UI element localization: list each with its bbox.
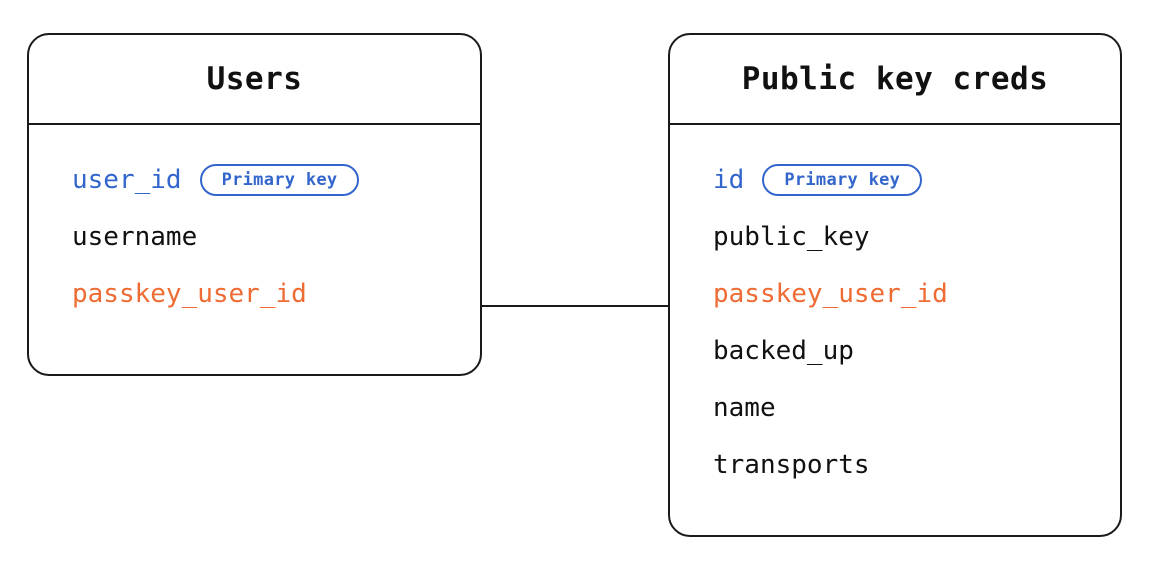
field-row-user-id[interactable]: user_id Primary key (29, 151, 480, 208)
field-name-name: name (713, 392, 776, 423)
field-name-user-id: user_id (72, 164, 182, 195)
field-row-passkey-user-id[interactable]: passkey_user_id (670, 265, 1120, 322)
field-name-backed-up: backed_up (713, 335, 854, 366)
field-row-passkey-user-id[interactable]: passkey_user_id (29, 265, 480, 322)
entity-users[interactable]: Users user_id Primary key username passk… (27, 33, 482, 376)
entity-users-field-list: user_id Primary key username passkey_use… (29, 125, 480, 374)
field-name-passkey-user-id: passkey_user_id (72, 278, 307, 309)
field-name-username: username (72, 221, 198, 252)
field-row-name[interactable]: name (670, 379, 1120, 436)
field-row-public-key[interactable]: public_key (670, 208, 1120, 265)
field-name-passkey-user-id: passkey_user_id (713, 278, 948, 309)
relationship-connector-users-public-key-creds (481, 305, 669, 307)
field-name-id: id (713, 164, 745, 195)
entity-public-key-creds-title: Public key creds (741, 60, 1049, 97)
entity-users-header: Users (29, 35, 480, 125)
field-name-public-key: public_key (713, 221, 870, 252)
field-row-username[interactable]: username (29, 208, 480, 265)
field-row-transports[interactable]: transports (670, 436, 1120, 493)
field-row-id[interactable]: id Primary key (670, 151, 1120, 208)
entity-public-key-creds[interactable]: Public key creds id Primary key public_k… (668, 33, 1122, 537)
entity-users-title: Users (206, 60, 303, 97)
field-row-backed-up[interactable]: backed_up (670, 322, 1120, 379)
primary-key-badge: Primary key (199, 163, 360, 196)
field-name-transports: transports (713, 449, 870, 480)
entity-public-key-creds-header: Public key creds (670, 35, 1120, 125)
entity-public-key-creds-field-list: id Primary key public_key passkey_user_i… (670, 125, 1120, 535)
primary-key-badge: Primary key (762, 163, 923, 196)
